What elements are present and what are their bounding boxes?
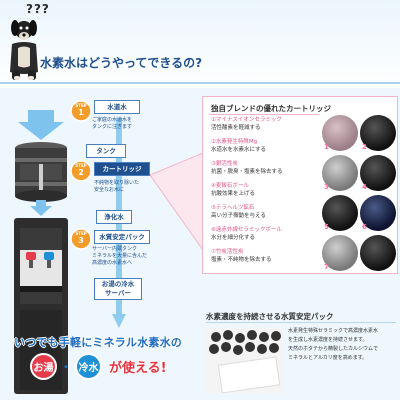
cartridge-item-6: ⑥遠赤外線セラミックボール 水分を細分化する (211, 227, 282, 241)
tank-label: タンク (86, 144, 126, 158)
promo-usable-text: が使える! (109, 360, 167, 376)
cartridge-panel: 独自ブレンドの優れたカートリッジ ①マイナスイオンセラミック 活性酸素を軽減する… (202, 96, 398, 274)
ball-number-2: 2 (362, 143, 367, 151)
cartridge-label: カートリッジ (94, 162, 150, 176)
cold-water-badge: 冷水 (75, 352, 103, 380)
step-3-badge-icon (70, 228, 92, 250)
water-dispenser-illustration (14, 110, 68, 394)
header: ??? 水素水はどうやってできるの? (0, 0, 400, 88)
stabilizer-pack-panel: 水素濃度を持続させる水質安定パック 水素発生特殊セラミックで高濃度水素水 を生成… (200, 305, 400, 400)
cartridge-item-7: ⑦竹炭活性炭 塩素・不純物を除去する (211, 249, 272, 263)
cartridge-title-divider (209, 114, 319, 115)
purified-water-label: 浄化水 (96, 210, 132, 224)
step-1-badge-label: STEP 1 (75, 103, 87, 117)
step-2-badge-icon (70, 160, 92, 182)
ball-number-4: 4 (362, 183, 367, 191)
header-divider (0, 82, 400, 84)
promo-separator: ・ (60, 359, 73, 374)
pack-description: 水素発生特殊セラミックで高濃度水素水 を生成し水素濃度を持続させます。 天然のホ… (288, 328, 379, 361)
tap-water-label: 水道水 (94, 100, 140, 114)
step-2-badge-label: STEP 2 (75, 163, 87, 177)
ball-number-7: 7 (324, 263, 329, 271)
cartridge-item-3: ③銀活性炭 抗菌・脱臭・塩素を除去する (211, 161, 283, 175)
step-2-description: 不純物を取り除いた 安全なお水に (94, 180, 140, 193)
step-3-badge-label: STEP 3 (75, 231, 87, 245)
ball-number-6: 6 (362, 223, 367, 231)
dog-mascot-icon (10, 20, 38, 80)
pack-photo (206, 327, 284, 393)
server-label: お湯の冷水 サーバー (94, 278, 142, 300)
cartridge-item-2: ②水素発生特殊Mg 水道水を水素水にする (211, 139, 267, 153)
question-marks: ??? (26, 2, 50, 16)
step-1-description: ご家庭の水道水を タンクに注ぎます (92, 117, 133, 130)
cartridge-item-4: ④麦飯石ボール 抗酸効果を上げる (211, 183, 256, 197)
cartridge-item-5: ⑤テラヘルツ鉱石 高い分子振動を与える (211, 205, 266, 219)
ball-number-1: 1 (324, 143, 329, 151)
ball-number-3: 3 (324, 183, 329, 191)
promo-line-2: お湯 ・ 冷水 が使える! (30, 352, 167, 380)
pack-panel-title: 水素濃度を持続させる水質安定パック (206, 312, 334, 321)
cartridge-panel-title: 独自ブレンドの優れたカートリッジ (211, 104, 331, 113)
promo-line-1: いつでも手軽にミネラル水素水の (14, 336, 182, 349)
stabilizer-pack-label: 水質安定パック (94, 230, 150, 244)
page-title: 水素水はどうやってできるの? (40, 56, 203, 70)
connector-wedge (150, 150, 210, 260)
cartridge-materials-photos: 1 2 3 4 5 6 7 (322, 115, 396, 271)
ball-number-5: 5 (324, 223, 329, 231)
pack-title-divider (206, 322, 396, 323)
step-1-badge-icon (70, 100, 92, 122)
step-3-description: サーバー内蔵タンク ミネラルを大量に含んだ 高濃度の水素水へ (92, 246, 148, 266)
cartridge-item-1: ①マイナスイオンセラミック 活性酸素を軽減する (211, 117, 282, 131)
hot-water-badge: お湯 (30, 352, 57, 380)
